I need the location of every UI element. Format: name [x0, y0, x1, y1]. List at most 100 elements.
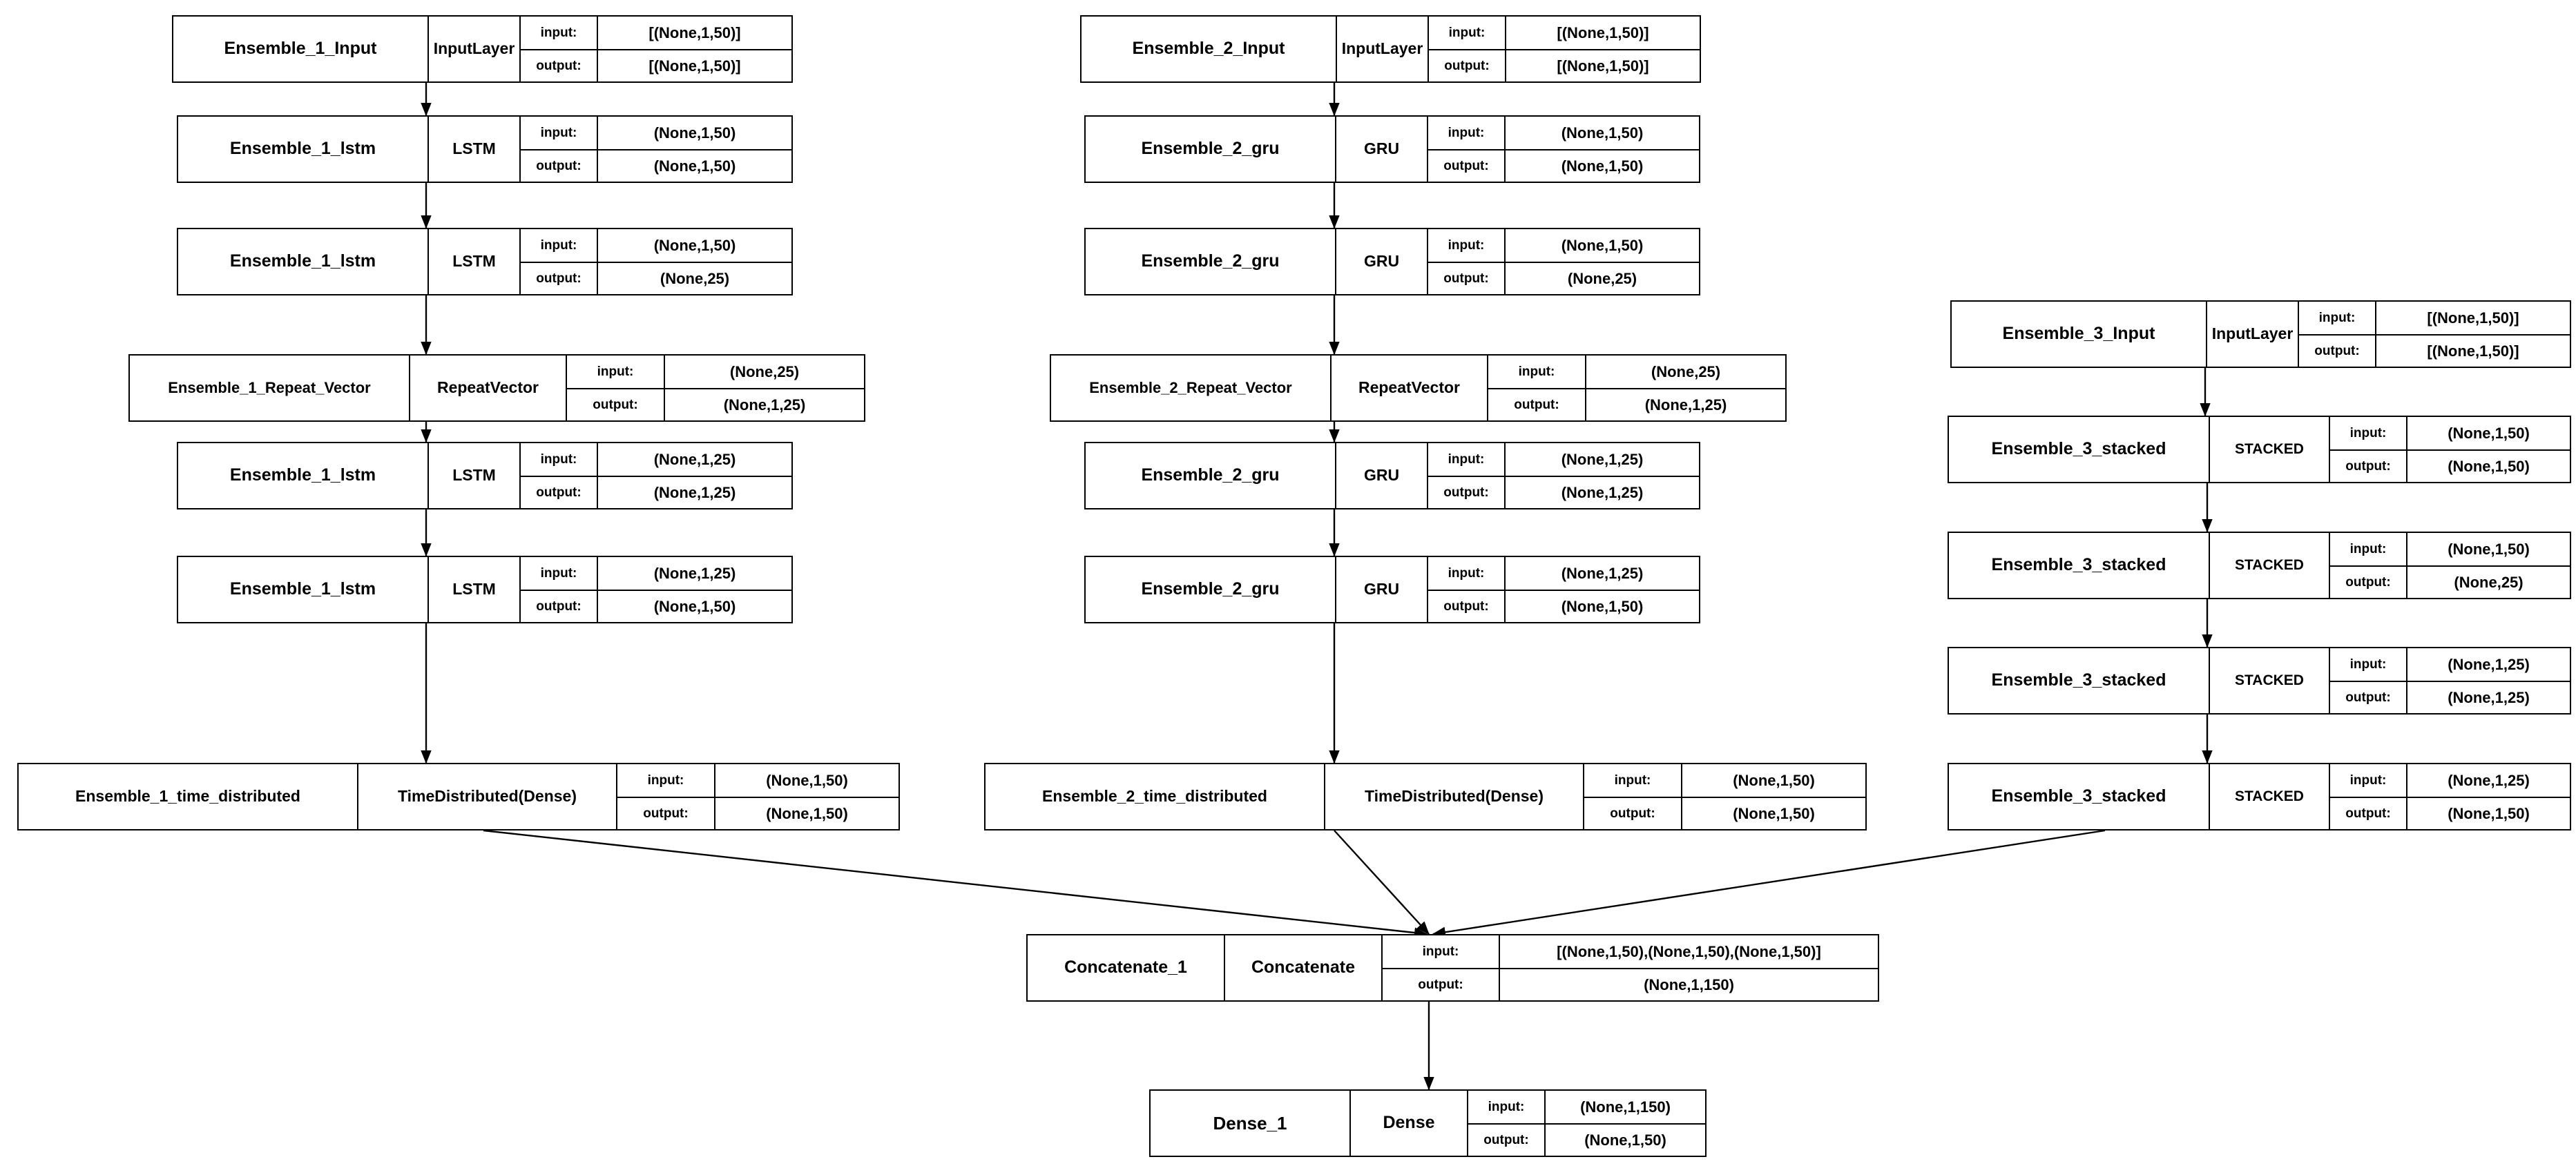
layer-name: Ensemble_1_Repeat_Vector [168, 378, 371, 396]
layer-input-shape: (None,1,25) [597, 443, 791, 476]
layer-output-row: output:(None,25) [1428, 262, 1699, 294]
layer-input-shape: (None,1,50) [597, 117, 791, 149]
layer-input-row: input: (None,1,25) [1428, 557, 1699, 590]
layer-name: Ensemble_1_lstm [229, 465, 376, 485]
layer-input-label: input: [540, 565, 577, 581]
layer-output-label: output: [1514, 397, 1559, 412]
layer-io-table: input:(None,1,50)output:(None,25) [1427, 229, 1699, 294]
layer-output-shape: (None,1,25) [1504, 477, 1699, 508]
layer-input-label: input: [2349, 773, 2387, 788]
layer-name: Ensemble_1_lstm [229, 251, 376, 271]
layer-output-shape: (None,1,50) [597, 150, 791, 182]
layer-input-shape: [(None,1,50)] [1505, 17, 1700, 49]
layer-output-row: output:[(None,1,50)] [521, 49, 791, 81]
layer-input-row: input:[(None,1,50),(None,1,50),(None,1,5… [1383, 935, 1878, 968]
layer-output-label: output: [1444, 58, 1490, 73]
layer-output-shape: (None,1,50) [597, 591, 791, 622]
layer-name: Ensemble_1_Input [224, 39, 377, 59]
layer-type: Dense [1349, 1091, 1467, 1156]
layer-output-row: output:(None,1,50) [2330, 449, 2570, 482]
layer-output-label: output: [536, 599, 581, 614]
layer-input-shape: (None,1,25) [2406, 648, 2570, 681]
layer-output-label: output: [536, 158, 581, 173]
layer-input-shape: [(None,1,50),(None,1,50),(None,1,50)] [1499, 935, 1878, 968]
layer-io-table: input:(None,1,25)output:(None,1,50) [519, 557, 791, 622]
layer-type: RepeatVector [1330, 356, 1487, 420]
layer-io-table: input:(None,1,50)output:(None,1,50) [1427, 117, 1699, 182]
layer-input-row: input: (None,1,50) [521, 117, 791, 149]
layer-type: InputLayer [2206, 302, 2298, 367]
layer-output-label: output: [536, 271, 581, 286]
layer-input-label: input: [1448, 565, 1485, 581]
layer-output-row: output:(None,1,50) [1584, 797, 1865, 829]
layer-io-table: input:(None,1,50)output:(None,25) [2329, 533, 2570, 598]
layer-output-row: output:(None,1,25) [521, 476, 791, 508]
layer-io-table: input:[(None,1,50),(None,1,50),(None,1,5… [1381, 935, 1878, 1000]
layer-io-table: input:[(None,1,50)]output:[(None,1,50)] [2298, 302, 2570, 367]
layer-input-shape: (None,1,50) [597, 229, 791, 262]
layer-input-shape: (None,1,50) [714, 764, 898, 797]
layer-input-label: input: [540, 451, 577, 467]
layer-output-row: output:(None,25) [2330, 565, 2570, 598]
layer-output-row: output:(None,1,150) [1383, 968, 1878, 1000]
layer-input-label: input: [1448, 25, 1486, 40]
layer-name: Ensemble_1_lstm [229, 579, 376, 599]
layer-output-row: output:(None,1,25) [1428, 476, 1699, 508]
layer-input-label: input: [1448, 125, 1485, 140]
layer-type: GRU [1335, 229, 1427, 294]
layer-input-row: input:(None,25) [1488, 356, 1785, 388]
layer-input-label: input: [540, 125, 577, 140]
layer-io-table: input:(None,1,50)output:(None,25) [519, 229, 791, 294]
layer-output-label: output: [1418, 977, 1463, 992]
layer-output-row: output:(None,1,25) [2330, 681, 2570, 713]
layer-output-label: output: [2345, 690, 2391, 705]
layer-io-table: input:(None,25)output:(None,1,25) [1487, 356, 1785, 420]
layer-input-shape: [(None,1,50)] [2375, 302, 2570, 334]
layer-input-row: input: (None,1,50) [1428, 117, 1699, 149]
layer-input-label: input: [2349, 425, 2387, 440]
layer-output-shape: (None,1,25) [664, 389, 864, 420]
layer-input-shape: (None,1,50) [1681, 764, 1865, 797]
layer-input-row: input:(None,1,50) [2330, 533, 2570, 565]
layer-output-row: output:(None,1,50) [1428, 590, 1699, 622]
layer-output-shape: (None,25) [597, 263, 791, 294]
layer-input-label: input: [647, 773, 684, 788]
layer-output-row: output:(None,1,25) [1488, 388, 1785, 420]
layer-output-row: output: (None,1,50) [521, 149, 791, 182]
layer-input-shape: (None,1,50) [1504, 117, 1699, 149]
layer-type: STACKED [2209, 533, 2329, 598]
layer-name: Ensemble_1_time_distributed [75, 787, 300, 806]
layer-output-row: output:[(None,1,50)] [1429, 49, 1700, 81]
layer-output-row: output: (None,25) [521, 262, 791, 294]
layer-input-row: input:[(None,1,50)] [521, 17, 791, 49]
layer-io-table: input:(None,1,25)output:(None,1,50) [2329, 764, 2570, 829]
layer-name: Ensemble_2_gru [1141, 251, 1280, 271]
layer-name: Ensemble_2_gru [1141, 465, 1280, 485]
layer-input-shape: (None,1,25) [2406, 764, 2570, 797]
layer-input-shape: [(None,1,50)] [597, 17, 791, 49]
layer-output-label: output: [2345, 458, 2391, 474]
layer-io-table: input:(None,1,25)output:(None,1,25) [1427, 443, 1699, 508]
layer-input-shape: (None,1,25) [1504, 557, 1699, 590]
